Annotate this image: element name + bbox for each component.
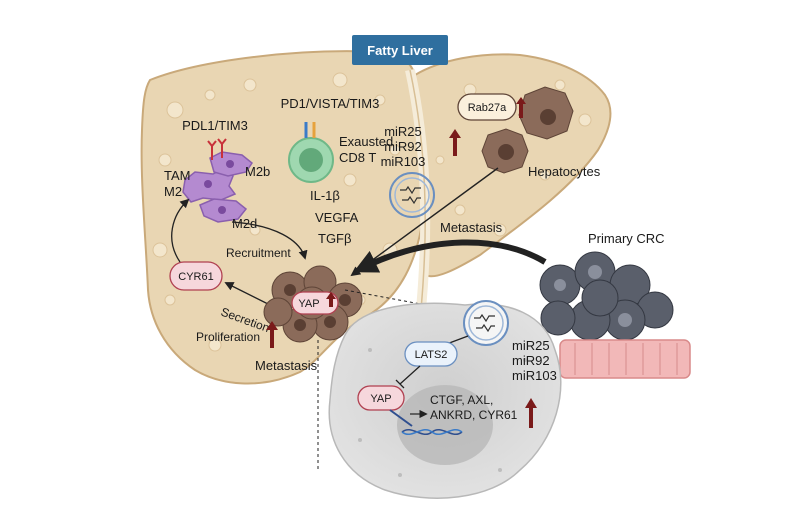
mir-cell-1: miR25 [512,338,550,353]
yap-label: YAP [298,298,319,310]
pd1-receptor-icon [304,122,316,138]
cell-nucleus [397,385,493,465]
up-arrow-icon [449,129,461,156]
exausted-label: Exausted [339,134,393,149]
page-title: Fatty Liver [367,43,433,58]
colon-tissue [559,339,691,379]
recruitment-label: Recruitment [226,246,291,260]
exosome-icon [463,300,509,346]
vegfa-label: VEGFA [315,210,359,225]
lats2-label: LATS2 [415,349,448,361]
yap-cell-label: YAP [370,393,391,405]
up-arrow-icon [266,321,278,348]
fat-droplets [152,72,592,352]
hepatocytes [481,86,574,174]
cd8t-label: CD8 T [339,150,376,165]
yap-node: YAP [291,291,339,315]
primary-crc-tumor [539,251,674,341]
mir-top-1: miR25 [384,124,422,139]
il1b-label: IL-1β [310,188,340,203]
targets-line2: ANKRD, CYR61 [430,408,518,422]
yap-cell-node: YAP [357,385,405,411]
cyr61-to-macrophage-arrow [171,198,190,263]
pdl1-tim3-label: PDL1/TIM3 [182,118,248,133]
cyr61-node: CYR61 [169,261,223,291]
mir-cell-2: miR92 [512,353,550,368]
m2-label: M2 [164,184,182,199]
up-arrow-icon [525,398,537,428]
metastasis-top-label: Metastasis [440,220,503,235]
up-arrow-icon [326,292,336,307]
lats2-inhibits-yap [395,365,421,389]
cyr61-label: CYR61 [178,271,213,283]
exhausted-cd8-t-cell [288,122,334,183]
mir-cell-3: miR103 [512,368,557,383]
lats2-node: LATS2 [404,341,458,367]
rab27a-label: Rab27a [468,102,507,114]
pdl1-receptor-icon [207,138,227,160]
targets-line1: CTGF, AXL, [430,393,493,407]
yap-to-dna-arrow [389,409,413,427]
tam-label: TAM [164,168,190,183]
crc-to-liver-arrow [353,239,547,273]
title-box: Fatty Liver [352,35,448,65]
secretion-arrow [224,282,271,306]
rab27a-node: Rab27a [457,93,517,121]
proliferation-label: Proliferation [196,330,260,344]
hepatocytes-label: Hepatocytes [528,164,601,179]
mir-top-3: miR103 [381,154,426,169]
metastasis-left-label: Metastasis [255,358,318,373]
exosome-icon [389,172,435,218]
m2b-label: M2b [245,164,270,179]
recruitment-arrow [231,221,308,260]
tumor-cell-zoom [328,302,562,499]
pd1-vista-tim3-label: PD1/VISTA/TIM3 [281,96,380,111]
dna-helix-icon [401,429,463,435]
up-arrow-icon [516,97,526,118]
primary-crc-label: Primary CRC [588,231,665,246]
mir-top-2: miR92 [384,139,422,154]
tgfb-label: TGFβ [318,231,351,246]
